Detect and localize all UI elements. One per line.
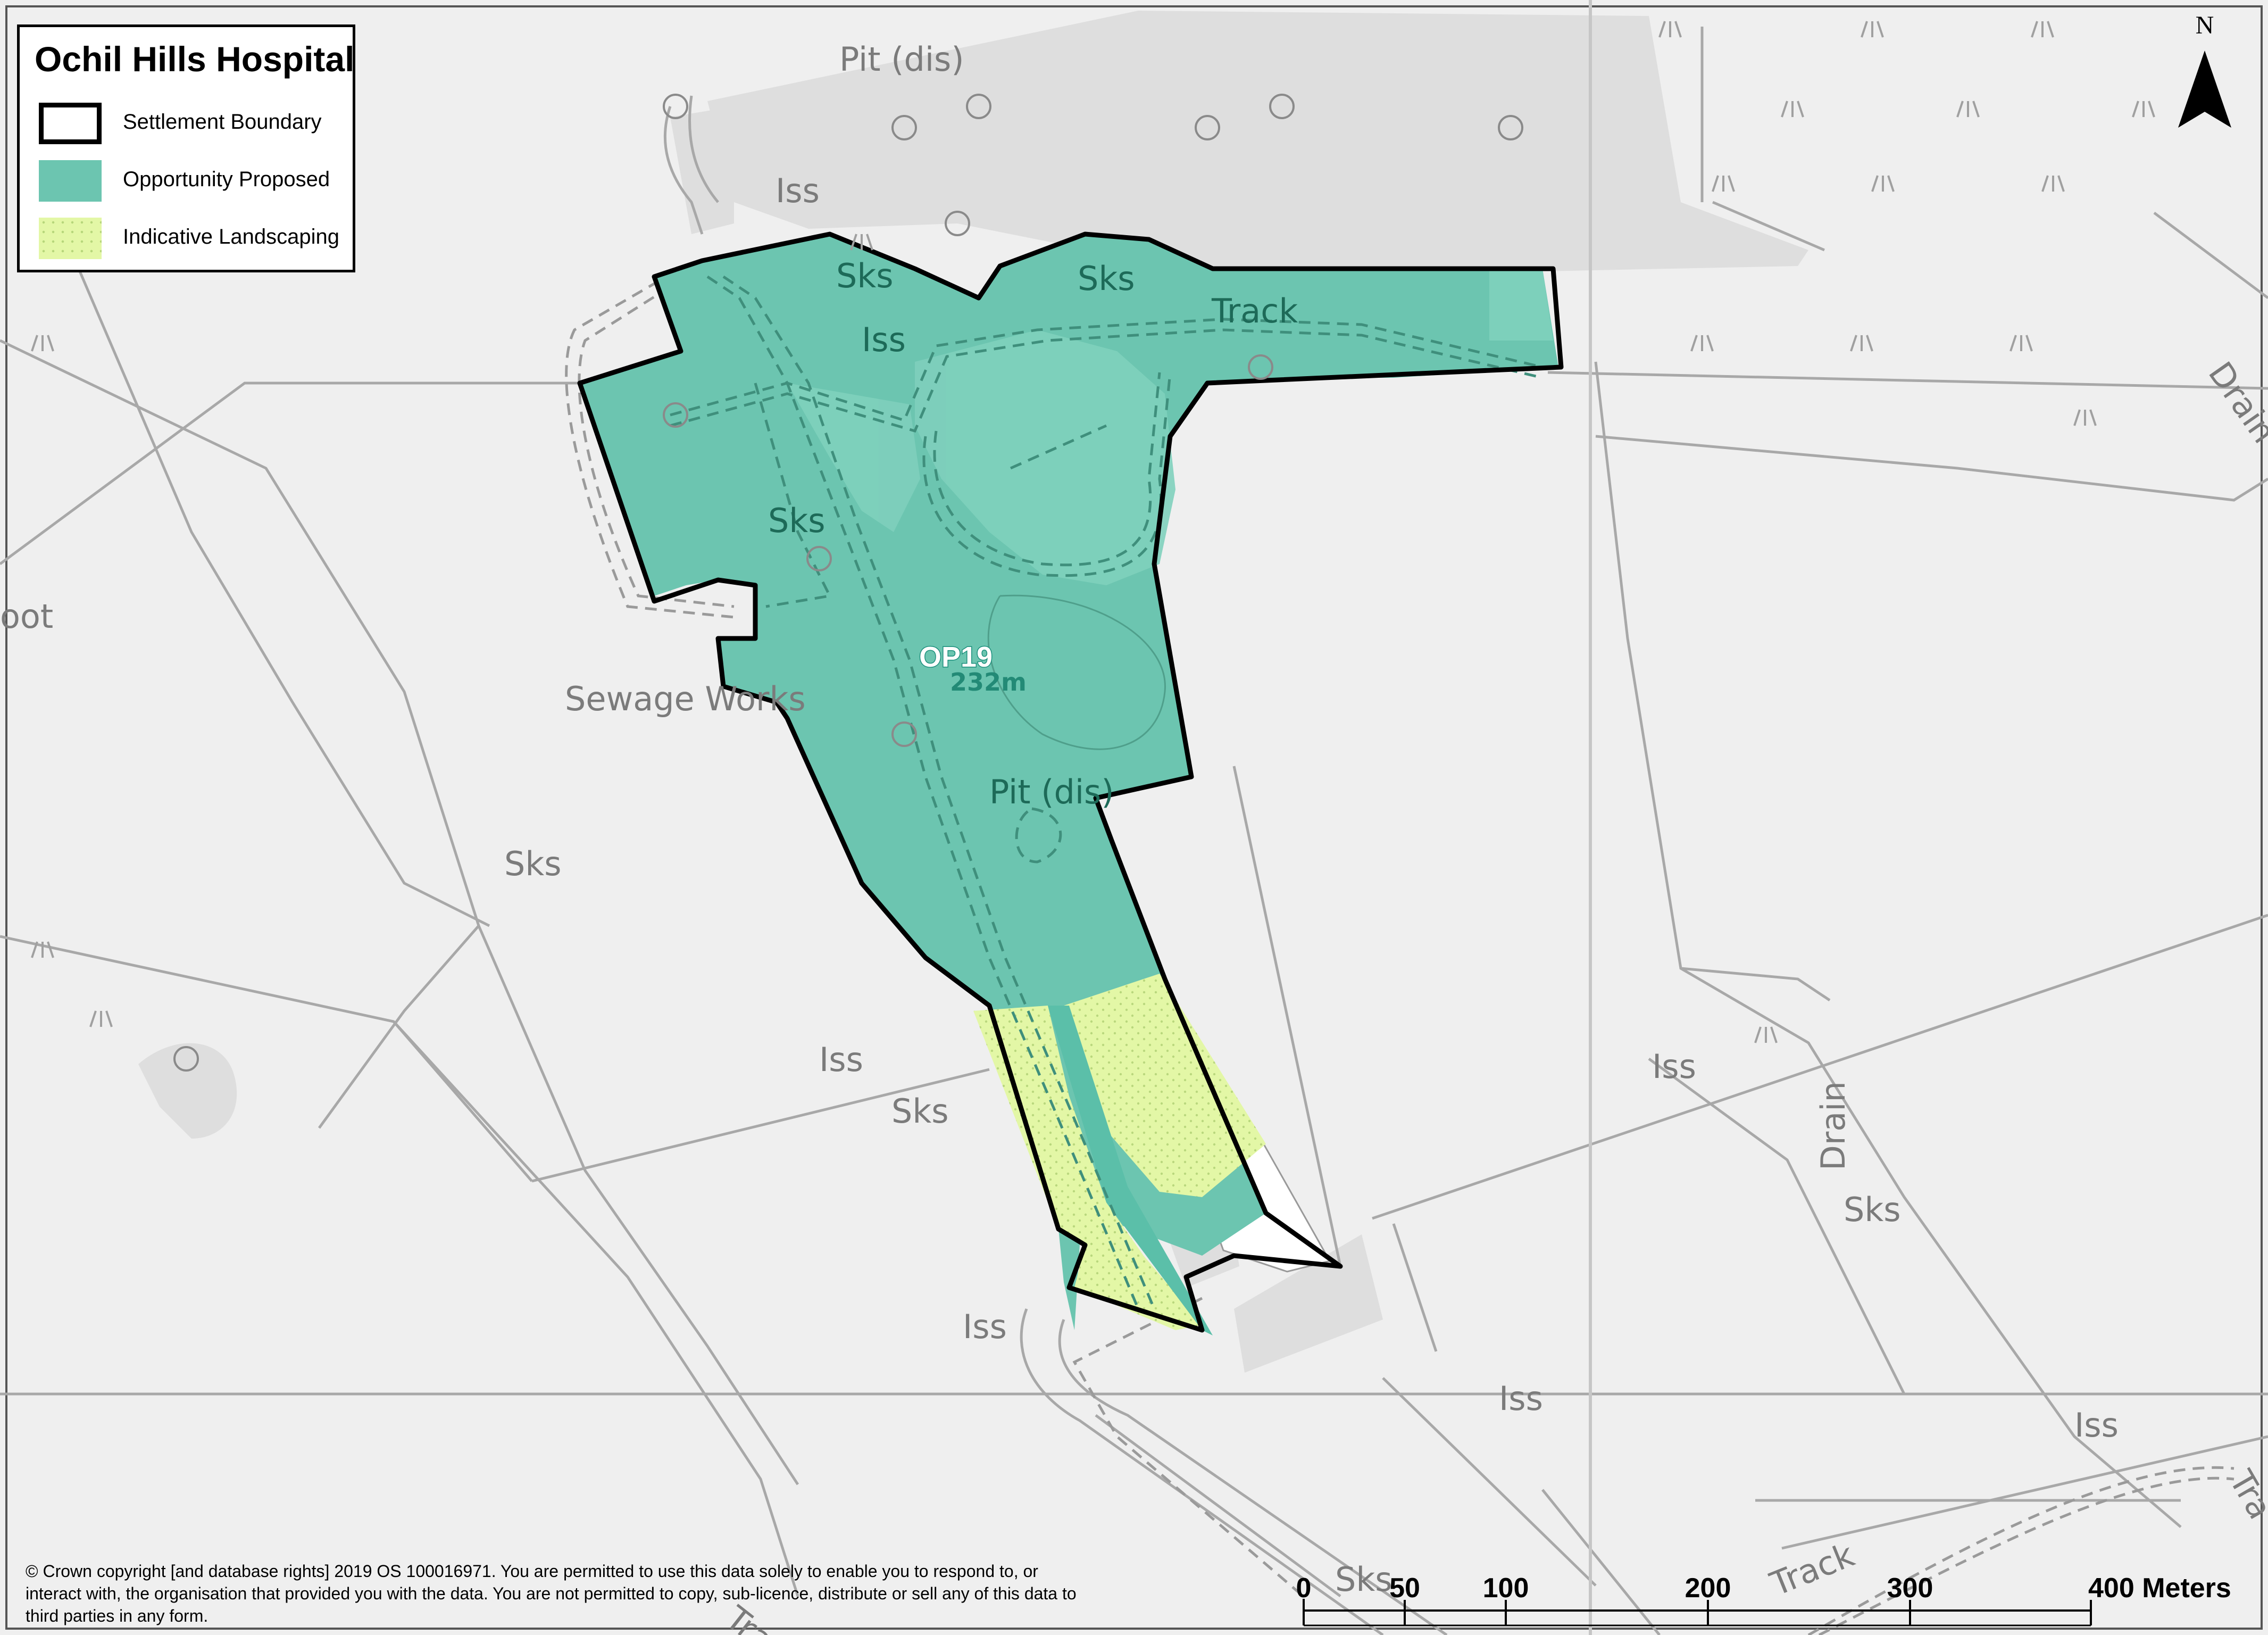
dashed-paths [565,270,2234,1635]
scale-label-300: 300 [1887,1573,1933,1604]
label-sks-4: Sks [504,844,562,883]
label-iss-6: Iss [1499,1379,1543,1418]
label-iss-2: Iss [862,320,906,359]
label-sks-6: Sks [1844,1190,1901,1229]
scale-label-400-meters: 400 Meters [2088,1573,2231,1604]
label-track-1: Track [1211,292,1298,330]
label-iss-1: Iss [776,171,820,210]
field-boundaries [0,27,2268,1635]
site-elevation-label: 232m [950,668,1027,696]
copyright-notice: © Crown copyright [and database rights] … [26,1562,1077,1625]
north-letter: N [2195,11,2214,39]
scale-label-50: 50 [1389,1573,1420,1604]
woodland-areas [138,11,1808,1373]
label-sks-7: Sks [1335,1560,1393,1599]
label-pit-site: Pit (dis) [989,773,1114,811]
label-sks-1: Sks [836,256,894,295]
label-iss-7: Iss [2074,1406,2119,1445]
label-sks-5: Sks [891,1092,949,1131]
roads [663,95,1448,1635]
site-id-label: OP19 [919,641,993,673]
label-sewage-works: Sewage Works [565,679,806,718]
label-oot: oot [0,597,53,636]
label-iss-4: Iss [963,1307,1007,1346]
rough-grass-symbols [31,21,2155,1043]
north-arrow-shape [2178,51,2231,128]
scale-label-200: 200 [1685,1573,1731,1604]
label-sks-3: Sks [768,501,826,540]
settlement-boundary-swatch [39,103,102,144]
scale-label-0: 0 [1296,1573,1312,1604]
label-iss-3: Iss [819,1040,863,1079]
label-iss-5: Iss [1652,1047,1696,1086]
legend-item-indicative-landscaping: Indicative Landscaping [39,218,347,260]
landscaping-areas [973,974,1266,1335]
label-sks-2: Sks [1078,259,1135,298]
legend-label-indicative-landscaping: Indicative Landscaping [123,225,339,248]
opportunity-proposed-swatch [39,160,102,202]
site-tracks [670,275,1543,1309]
contour-line [987,594,1166,750]
legend-title: Ochil Hills Hospital [35,39,355,79]
legend-item-settlement-boundary: Settlement Boundary [39,103,347,145]
legend-item-opportunity-proposed: Opportunity Proposed [39,160,347,203]
tree-symbols [173,94,1523,1072]
indicative-landscaping-swatch [39,218,102,259]
scale-label-100: 100 [1482,1573,1529,1604]
legend-label-settlement-boundary: Settlement Boundary [123,110,322,134]
label-pit-north: Pit (dis) [839,40,964,79]
opportunity-area [580,234,1558,1330]
label-drain-1: Drain [1814,1081,1853,1171]
settlement-boundary [577,231,1564,1333]
scale-bar: 0 50 100 200 300 400 Meters [1296,1572,2254,1631]
scale-bar-graphic [1303,1599,2092,1626]
north-arrow: N [2175,11,2234,133]
map-border [5,5,2263,1630]
legend-label-opportunity-proposed: Opportunity Proposed [123,168,330,191]
legend: Ochil Hills Hospital Settlement Boundary… [17,24,355,272]
